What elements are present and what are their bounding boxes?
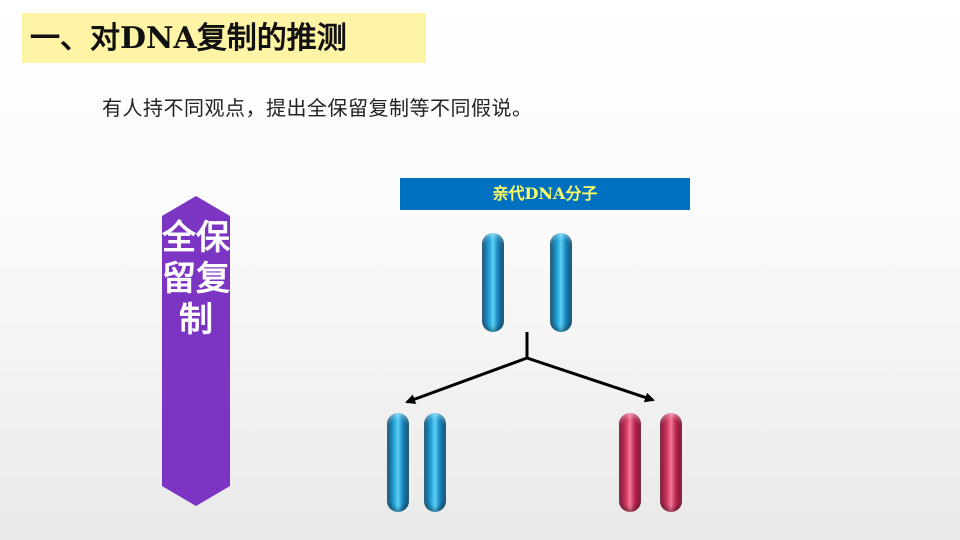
left-arrow (405, 356, 528, 404)
offspring2-strand-left (619, 413, 641, 512)
parent-dna-label: 亲代DNA分子 (400, 178, 690, 210)
parent-strand-right (550, 233, 572, 332)
right-arrow (526, 356, 655, 403)
slide-title: 一、对DNA复制的推测 (30, 21, 347, 56)
hypothesis-label: 全保留复制 (162, 218, 230, 340)
parent-strand-left (482, 233, 504, 332)
offspring1-strand-right (424, 413, 446, 512)
offspring1-strand-left (387, 413, 409, 512)
offspring2-strand-right (660, 413, 682, 512)
intro-text: 有人持不同观点，提出全保留复制等不同假说。 (102, 96, 533, 120)
hexagon-shape (162, 196, 230, 506)
hypothesis-badge: 全保留复制 (162, 196, 230, 506)
title-banner (22, 13, 426, 63)
